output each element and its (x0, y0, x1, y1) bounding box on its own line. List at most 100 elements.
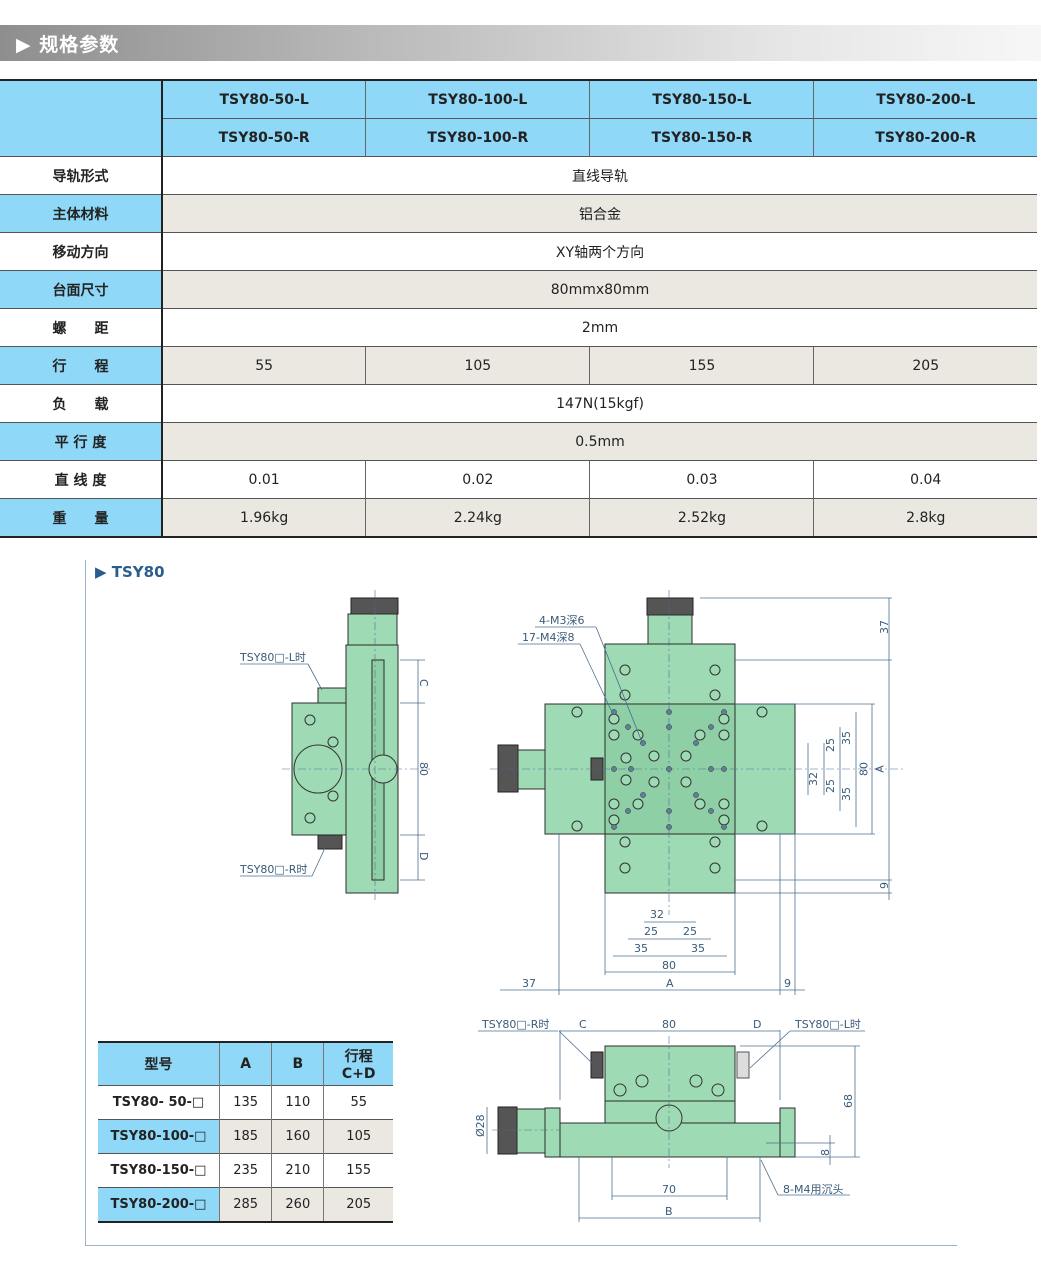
label-m3: 4-M3深6 (539, 614, 584, 627)
mount-hole (756, 820, 768, 832)
mount-hole (694, 729, 706, 741)
header-b: B (271, 1041, 324, 1086)
knob-ghost-icon (736, 1051, 750, 1079)
dim-c: C (417, 679, 430, 687)
spec-value: 205 (813, 346, 1037, 385)
spec-value: 0.01 (161, 460, 366, 499)
dim-37-h: 37 (522, 977, 536, 990)
header-stroke-line2: C+D (341, 1066, 376, 1082)
dims-cell-s: 155 (323, 1153, 393, 1188)
spec-label: 台面尺寸 (0, 270, 163, 309)
dim-68: 68 (842, 1094, 855, 1108)
spec-value: 0.02 (365, 460, 590, 499)
spec-corner-cell (0, 79, 163, 157)
tapped-hole (666, 724, 672, 730)
tapped-hole (628, 766, 634, 772)
side-view: C 80 D TSY80□-L时 TSY80□-R时 (239, 590, 430, 900)
tapped-hole (640, 792, 646, 798)
header-stroke-line1: 行程 (344, 1049, 373, 1065)
dims-cell-model: TSY80-100-□ (98, 1119, 220, 1154)
mount-hole (718, 814, 730, 826)
dims-cell-s: 205 (323, 1187, 393, 1222)
spec-label: 负 载 (0, 384, 163, 423)
spec-value: 0.5mm (161, 422, 1037, 461)
mount-hole (571, 706, 583, 718)
model-l: TSY80-100-L (365, 79, 590, 119)
tapped-hole (721, 824, 727, 830)
mount-hole (756, 706, 768, 718)
drawing-title: ▶ TSY80 (95, 563, 165, 581)
spec-row: 导轨形式直线导轨 (0, 156, 1037, 195)
dim-35-v: 35 (840, 731, 853, 745)
mount-hole (694, 798, 706, 810)
section-title: ▶ 规格参数 (16, 34, 120, 56)
spec-value: 2.8kg (813, 498, 1037, 537)
dims-cell-a: 135 (218, 1085, 272, 1120)
dim-35-v: 35 (840, 787, 853, 801)
dim-a-h: A (666, 977, 674, 990)
spec-header-row-l: TSY80-50-L TSY80-100-L TSY80-150-L TSY80… (0, 79, 1037, 157)
dims-cell-s: 55 (323, 1085, 393, 1120)
dim-25-v: 25 (824, 738, 837, 752)
knob-icon (350, 597, 399, 615)
tapped-hole (611, 766, 617, 772)
tapped-hole (666, 808, 672, 814)
dim-dia28: Ø28 (474, 1114, 487, 1137)
model-l: TSY80-150-L (589, 79, 814, 119)
header-a: A (218, 1041, 272, 1086)
header-model: 型号 (98, 1041, 220, 1086)
tapped-hole (693, 792, 699, 798)
mount-hole (619, 836, 631, 848)
mount-hole (648, 776, 660, 788)
mount-hole (620, 774, 632, 786)
spec-label: 直 线 度 (0, 460, 163, 499)
label-r-variant-front: TSY80□-R时 (481, 1018, 549, 1031)
spec-value: XY轴两个方向 (161, 232, 1037, 271)
tapped-hole (708, 808, 714, 814)
spec-value: 2mm (161, 308, 1037, 347)
tapped-hole (625, 724, 631, 730)
mount-hole (620, 752, 632, 764)
dims-cell-s: 105 (323, 1119, 393, 1154)
tapped-hole (708, 766, 714, 772)
mount-hole (709, 836, 721, 848)
spec-value: 155 (589, 346, 814, 385)
front-view: C 80 D TSY80□-R时 TSY80□-L时 Ø28 68 8 70 B… (474, 1018, 865, 1222)
dim-32-h: 32 (650, 908, 664, 921)
model-r: TSY80-50-R (161, 118, 366, 157)
knob-icon (497, 744, 519, 793)
label-l-variant-front: TSY80□-L时 (794, 1018, 861, 1031)
spec-value: 80mmx80mm (161, 270, 1037, 309)
tapped-hole (721, 766, 727, 772)
tapped-hole (640, 740, 646, 746)
spec-value: 2.24kg (365, 498, 590, 537)
dims-cell-a: 185 (218, 1119, 272, 1154)
dim-25-h: 25 (683, 925, 697, 938)
mount-hole (648, 750, 660, 762)
dim-b: B (665, 1205, 673, 1218)
spec-value: 铝合金 (161, 194, 1037, 233)
tapped-hole (625, 808, 631, 814)
dim-35-h: 35 (691, 942, 705, 955)
tapped-hole (666, 709, 672, 715)
model-l: TSY80-50-L (161, 79, 366, 119)
spec-header-row-r: TSY80-50-R TSY80-100-R TSY80-150-R TSY80… (0, 118, 1037, 157)
spec-value: 0.03 (589, 460, 814, 499)
tapped-hole (611, 824, 617, 830)
mount-hole (718, 713, 730, 725)
mount-hole (608, 729, 620, 741)
label-l-variant: TSY80□-L时 (239, 651, 306, 664)
dim-9-v: 9 (878, 882, 891, 889)
dims-cell-model: TSY80-200-□ (98, 1187, 220, 1222)
mount-hole (718, 729, 730, 741)
mount-hole (608, 798, 620, 810)
tapped-hole (693, 740, 699, 746)
